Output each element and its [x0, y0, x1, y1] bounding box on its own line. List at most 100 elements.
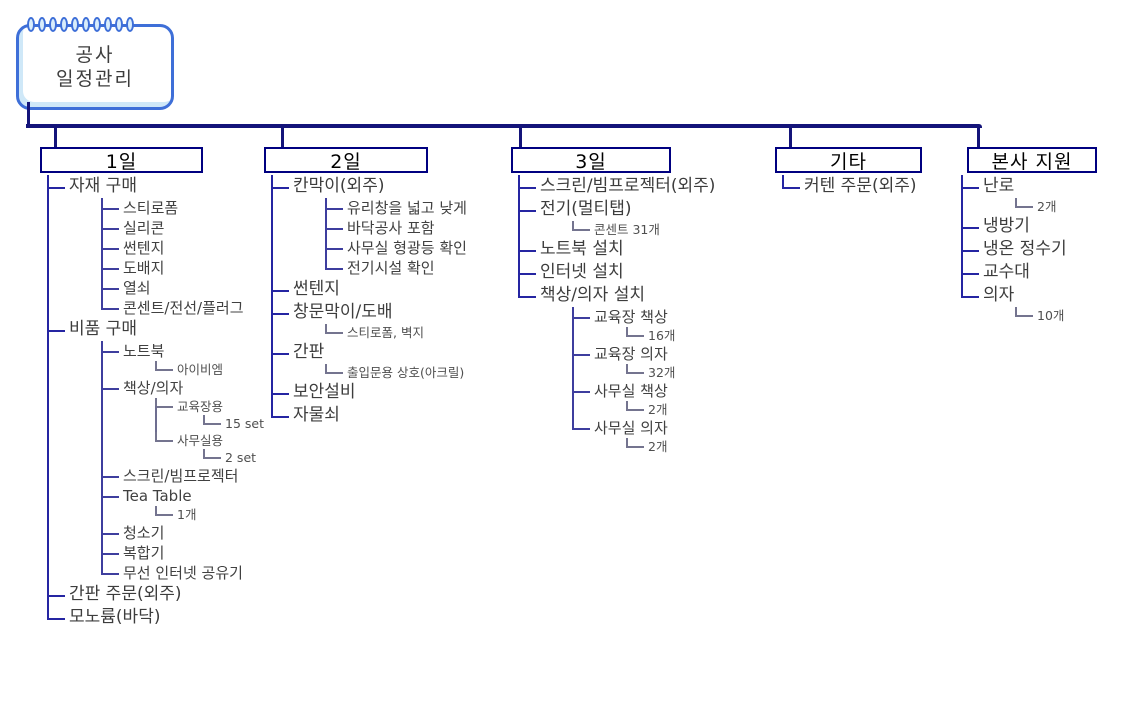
tree-item-label: 유리창을 넓고 낮게 — [347, 199, 467, 217]
tree-item[interactable]: 모노륨(바닥) — [47, 606, 264, 629]
tree-item[interactable]: 도배지 — [101, 258, 264, 278]
tree-item-label: 모노륨(바닥) — [69, 607, 161, 627]
branch-header[interactable]: 2일 — [264, 147, 428, 173]
root-topic-title-line1: 공사 — [75, 44, 115, 66]
tree-children: 2개 — [626, 438, 715, 455]
tree-item[interactable]: 바닥공사 포함 — [325, 218, 467, 238]
tree-item[interactable]: 15 set — [203, 415, 264, 432]
tree-item-label: 2개 — [1037, 199, 1057, 214]
tree-item[interactable]: 썬텐지 — [271, 278, 467, 301]
tree-item[interactable]: 2 set — [203, 449, 264, 466]
tree-item[interactable]: 자물쇠 — [271, 404, 467, 427]
tree-item[interactable]: 출입문용 상호(아크릴) — [325, 364, 467, 381]
branch-items: 커텐 주문(외주) — [782, 173, 922, 198]
tree-item[interactable]: 간판 주문(외주) — [47, 583, 264, 606]
tree-item[interactable]: 스티로폼 — [101, 198, 264, 218]
tree-item-label: 사무실 책상 — [594, 382, 668, 400]
tree-item-label: 스크린/빔프로젝터(외주) — [540, 176, 716, 196]
tree-item-label: 콘센트 31개 — [594, 222, 660, 237]
tree-item[interactable]: 보안설비 — [271, 381, 467, 404]
branch-header[interactable]: 1일 — [40, 147, 203, 173]
tree-item-label: 사무실 형광등 확인 — [347, 239, 467, 257]
tree-item-label: 스티로폼 — [123, 199, 179, 217]
tree-item-label: 실리콘 — [123, 219, 165, 237]
tree-item[interactable]: 스크린/빔프로젝터(외주) — [518, 175, 715, 198]
tree-item[interactable]: 2개 — [626, 438, 715, 455]
tree-item[interactable]: 썬텐지 — [101, 238, 264, 258]
tree-item[interactable]: 2개 — [626, 401, 715, 418]
branch-header[interactable]: 기타 — [775, 147, 922, 173]
tree-item-label: 교육장용 — [177, 399, 224, 414]
root-topic[interactable]: 공사 일정관리 — [16, 17, 174, 110]
branch-header[interactable]: 3일 — [511, 147, 671, 173]
tree-item[interactable]: 인터넷 설치 — [518, 261, 715, 284]
tree-item[interactable]: 스티로폼, 벽지 — [325, 324, 467, 341]
tree-item[interactable]: 아이비엠 — [155, 361, 264, 378]
tree-item-label: 자물쇠 — [293, 405, 340, 425]
tree-item[interactable]: 냉방기 — [961, 215, 1097, 238]
tree-item[interactable]: 실리콘 — [101, 218, 264, 238]
tree-children: 콘센트 31개 — [572, 221, 715, 238]
tree-item[interactable]: 복합기 — [101, 543, 264, 563]
branch-header[interactable]: 본사 지원 — [967, 147, 1097, 173]
tree-item[interactable]: 청소기 — [101, 523, 264, 543]
tree-item-label: 전기시설 확인 — [347, 259, 435, 277]
tree-item[interactable]: 노트북 설치 — [518, 238, 715, 261]
tree-item[interactable]: 냉온 정수기 — [961, 238, 1097, 261]
tree-item[interactable]: 2개 — [1015, 198, 1097, 215]
tree-item-label: 칸막이(외주) — [293, 176, 385, 196]
tree-children: 32개 — [626, 364, 715, 381]
connector-drop-day3 — [519, 127, 522, 148]
tree-item[interactable]: 전기(멀티탭)콘센트 31개 — [518, 198, 715, 238]
tree-item[interactable]: 교수대 — [961, 261, 1097, 284]
tree-item-label: 썬텐지 — [293, 279, 340, 299]
tree-item[interactable]: 유리창을 넓고 낮게 — [325, 198, 467, 218]
tree-item[interactable]: 커텐 주문(외주) — [782, 175, 922, 198]
tree-item[interactable]: 콘센트 31개 — [572, 221, 715, 238]
tree-item[interactable]: 사무실 형광등 확인 — [325, 238, 467, 258]
tree-item-label: 냉온 정수기 — [983, 239, 1067, 259]
tree-item[interactable]: 전기시설 확인 — [325, 258, 467, 278]
tree-item[interactable]: 콘센트/전선/플러그 — [101, 298, 264, 318]
tree-item-label: 도배지 — [123, 259, 165, 277]
tree-children: 출입문용 상호(아크릴) — [325, 364, 467, 381]
tree-item[interactable]: 1개 — [155, 506, 264, 523]
tree-item[interactable]: 32개 — [626, 364, 715, 381]
tree-item-label: 커텐 주문(외주) — [804, 176, 917, 196]
tree-item-label: 아이비엠 — [177, 362, 224, 377]
tree-item-label: 2 set — [225, 450, 257, 465]
tree-item-label: 책상/의자 설치 — [540, 285, 645, 305]
tree-item-label: 15 set — [225, 416, 264, 431]
tree-item-label: 인터넷 설치 — [540, 262, 624, 282]
tree-item[interactable]: 16개 — [626, 327, 715, 344]
connector-horizontal-bar — [26, 124, 982, 128]
tree-children: 스티로폼, 벽지 — [325, 324, 467, 341]
tree-item[interactable]: 무선 인터넷 공유기 — [101, 563, 264, 583]
tree-item[interactable]: 스크린/빔프로젝터 — [101, 466, 264, 486]
tree-item[interactable]: 10개 — [1015, 307, 1097, 324]
tree-item[interactable]: 열쇠 — [101, 278, 264, 298]
